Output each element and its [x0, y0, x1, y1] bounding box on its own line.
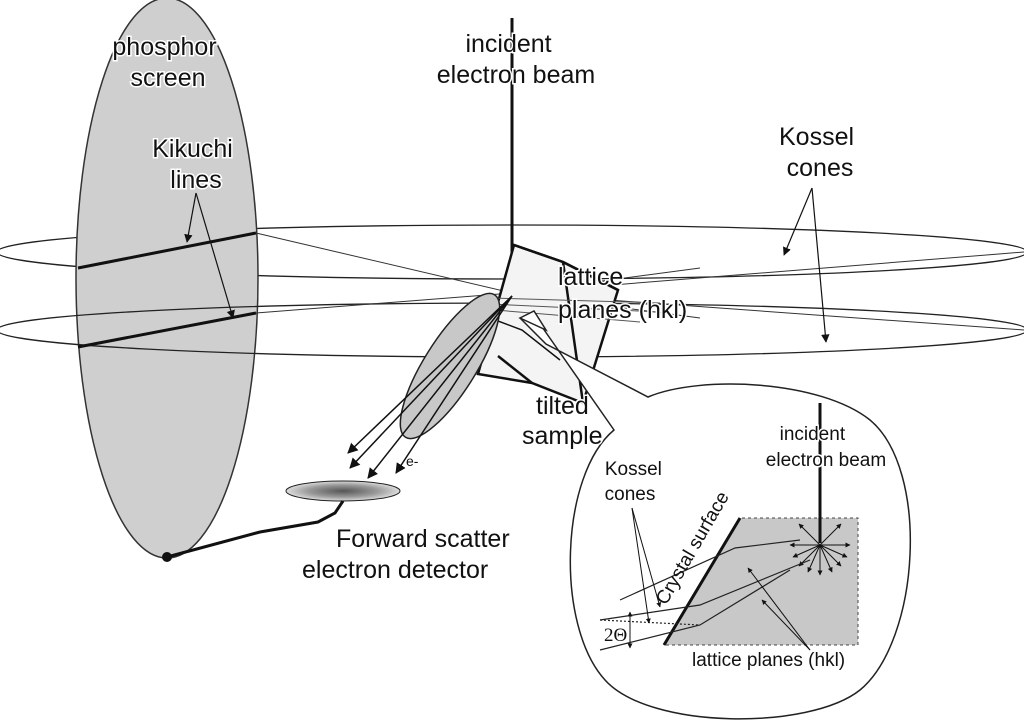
inset-pointer-lines — [631, 507, 811, 651]
label-tilted-sample: tilted sample — [522, 392, 603, 450]
label-phosphor-screen: phosphor screen — [112, 33, 223, 92]
forward-scatter-detector — [285, 480, 401, 502]
inset-label-incident-beam: incident electron beam — [766, 424, 886, 471]
kikuchi-line-upper — [77, 231, 257, 270]
electron-trajectories — [347, 295, 513, 479]
kikuchi-line-lower — [77, 311, 257, 349]
label-electron: e- — [406, 453, 419, 469]
inset-label-lattice-planes: lattice planes (hkl) — [692, 650, 845, 671]
label-incident-beam: incident electron beam — [437, 30, 595, 89]
inset-lattice-lines — [599, 539, 811, 651]
screen-cable — [166, 500, 345, 559]
label-kossel-cones: Kossel cones — [779, 123, 861, 182]
inset-pointer-arrow — [518, 310, 548, 332]
inset-label-two-theta: 2Θ — [604, 625, 627, 646]
backscatter-lobe — [399, 292, 501, 440]
cable-connector — [162, 552, 172, 562]
label-lattice-planes: lattice planes (hkl) — [558, 263, 687, 324]
inset-label-kossel-cones: Kossel cones — [605, 459, 668, 505]
pointer-lines — [184, 187, 830, 343]
label-kikuchi-lines: Kikuchi lines — [152, 135, 240, 194]
label-forward-scatter: Forward scatter electron detector — [302, 525, 517, 584]
lattice-plane-lines — [489, 297, 661, 323]
